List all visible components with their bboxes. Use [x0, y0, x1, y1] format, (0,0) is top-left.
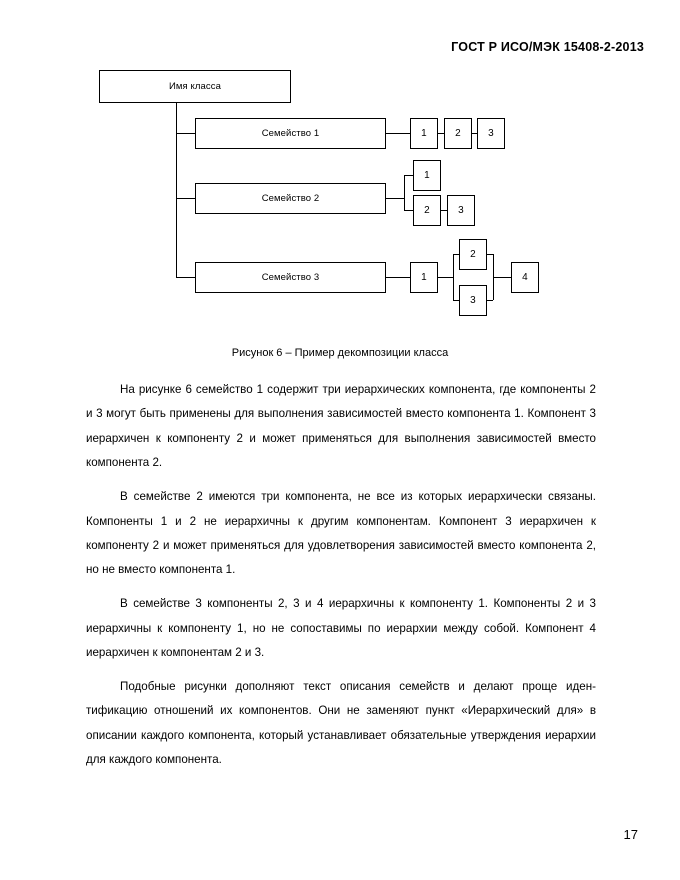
family-3-component-3-out-connector	[487, 300, 493, 302]
family-1-component-1: 1	[410, 118, 438, 149]
trunk-vertical-connector	[176, 103, 178, 278]
family-1-component-1-to-2-connector	[438, 133, 444, 135]
family-1-component-2-to-3-connector	[472, 133, 477, 135]
family-2-component-2-to-3-connector	[441, 210, 447, 212]
family-1-branch-connector	[176, 133, 195, 135]
body-text-block: На рисунке 6 семейство 1 содержит три ие…	[86, 378, 596, 773]
page-number: 17	[623, 827, 638, 842]
family-3-component-4: 4	[511, 262, 539, 293]
family-3-component-1: 1	[410, 262, 438, 293]
document-standard-header: ГОСТ Р ИСО/МЭК 15408-2-2013	[451, 40, 644, 54]
family-2-component-2-connector	[404, 210, 413, 212]
family-3-box: Семейство 3	[195, 262, 386, 293]
family-2-component-1-connector	[404, 175, 413, 177]
family-3-component-2: 2	[459, 239, 487, 270]
family-3-component-2-out-connector	[487, 254, 493, 256]
family-3-component-2-in-connector	[453, 254, 459, 256]
family-3-split-left-vertical-connector	[453, 254, 455, 300]
paragraph: В семействе 3 компоненты 2, 3 и 4 иерарх…	[86, 597, 596, 660]
family-2-component-3: 3	[447, 195, 475, 226]
family-1-box: Семейство 1	[195, 118, 386, 149]
paragraph: В семействе 2 имеются три компонента, не…	[86, 490, 596, 577]
family-1-component-3: 3	[477, 118, 505, 149]
family-3-component-3-in-connector	[453, 300, 459, 302]
family-3-merge-to-component-4-connector	[493, 277, 511, 279]
family-2-component-2: 2	[413, 195, 441, 226]
family-3-component-3: 3	[459, 285, 487, 316]
family-2-split-vertical-connector	[404, 175, 406, 198]
family-2-box: Семейство 2	[195, 183, 386, 214]
family-1-component-2: 2	[444, 118, 472, 149]
family-3-branch-connector	[176, 277, 195, 279]
family-2-component-1: 1	[413, 160, 441, 191]
family-3-component-1-to-split-connector	[438, 277, 453, 279]
class-decomposition-diagram: Имя класса Семейство 1 1 2 3 Семейство 2…	[0, 0, 680, 340]
figure-caption: Рисунок 6 – Пример декомпозиции класса	[231, 347, 449, 359]
family-3-to-component-1-connector	[386, 277, 410, 279]
paragraph: На рисунке 6 семейство 1 содержит три ие…	[86, 383, 596, 470]
paragraph: Подобные рисунки дополняют текст описани…	[86, 679, 596, 767]
family-2-split-lower-vertical-connector	[404, 198, 406, 210]
class-name-box: Имя класса	[99, 70, 291, 103]
family-1-to-component-1-connector	[386, 133, 410, 135]
family-2-branch-connector	[176, 198, 195, 200]
family-2-to-split-connector	[386, 198, 404, 200]
